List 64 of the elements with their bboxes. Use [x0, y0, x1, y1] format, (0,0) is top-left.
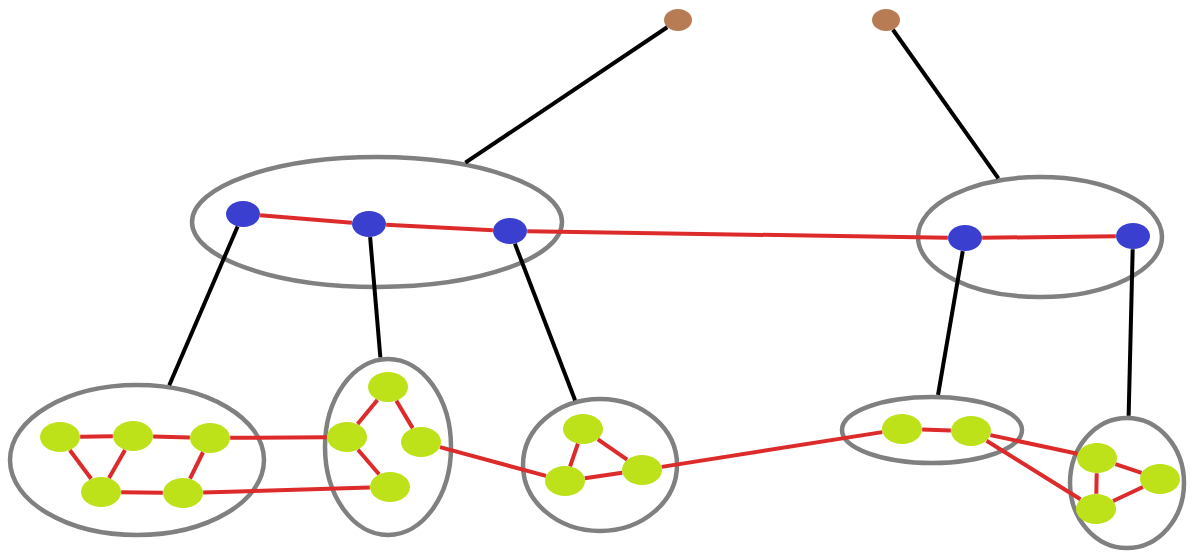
edge-line [394, 399, 415, 430]
edge-line [153, 434, 190, 440]
vertex-dot [1077, 443, 1117, 473]
vertex-dot [622, 455, 662, 485]
edge-line [1112, 485, 1144, 503]
edge-line [203, 485, 370, 495]
vertex-dot [951, 416, 991, 446]
vertex-dot [190, 423, 230, 453]
edge-line [356, 448, 381, 476]
edge-line [439, 445, 547, 478]
vertex-dot [882, 414, 922, 444]
edge-line [596, 437, 629, 462]
group-ellipse [1067, 415, 1187, 551]
vertex-dot [545, 466, 585, 496]
edge-line [1114, 462, 1143, 475]
edge-line [990, 433, 1078, 456]
edge-line [107, 448, 127, 480]
edge-line [80, 434, 113, 439]
edge-line [230, 435, 327, 440]
vertex-dot [563, 414, 603, 444]
vertex-dot [370, 472, 410, 502]
vertex-dot [81, 477, 121, 507]
vertex-dot [113, 421, 153, 451]
vertex-dot [1076, 494, 1116, 524]
vertex-dot [368, 372, 408, 402]
edge-line [356, 398, 379, 426]
group-ellipse [520, 396, 680, 534]
vertex-dot [1116, 223, 1150, 249]
vertex-dot [948, 225, 982, 251]
edge-line [188, 451, 205, 480]
edge-line [513, 242, 577, 401]
edge-line [527, 229, 948, 240]
vertex-dot [1140, 464, 1180, 494]
vertex-dot [226, 201, 260, 227]
edge-line [1094, 473, 1099, 494]
vertex-dot [40, 422, 80, 452]
edge-line [982, 234, 1116, 240]
vertex-dot [664, 9, 692, 31]
vertex-dot [401, 427, 441, 457]
group-ellipse [7, 382, 267, 538]
edge-line [68, 449, 93, 480]
edge-line [568, 443, 580, 467]
edge-line [1126, 249, 1135, 416]
group-ellipse [839, 394, 1025, 466]
edge-line [661, 430, 883, 469]
edge-line [936, 250, 965, 396]
edge-line [368, 237, 383, 358]
edge-line [167, 225, 240, 386]
vertex-dot [872, 9, 900, 31]
edge-line [386, 222, 493, 233]
edge-line [259, 213, 353, 225]
vertex-dot [163, 478, 203, 508]
edge-line [891, 28, 1000, 180]
group-ellipse [915, 174, 1165, 300]
vertex-dot [493, 218, 527, 244]
edge-line [985, 439, 1082, 501]
group-ellipse [322, 356, 454, 538]
edge-line [121, 490, 163, 495]
vertex-dot [352, 211, 386, 237]
group-ellipse [189, 154, 565, 290]
edge-line [922, 427, 951, 433]
edge-line [464, 25, 669, 165]
edge-line [584, 470, 623, 481]
vertex-dot [327, 422, 367, 452]
